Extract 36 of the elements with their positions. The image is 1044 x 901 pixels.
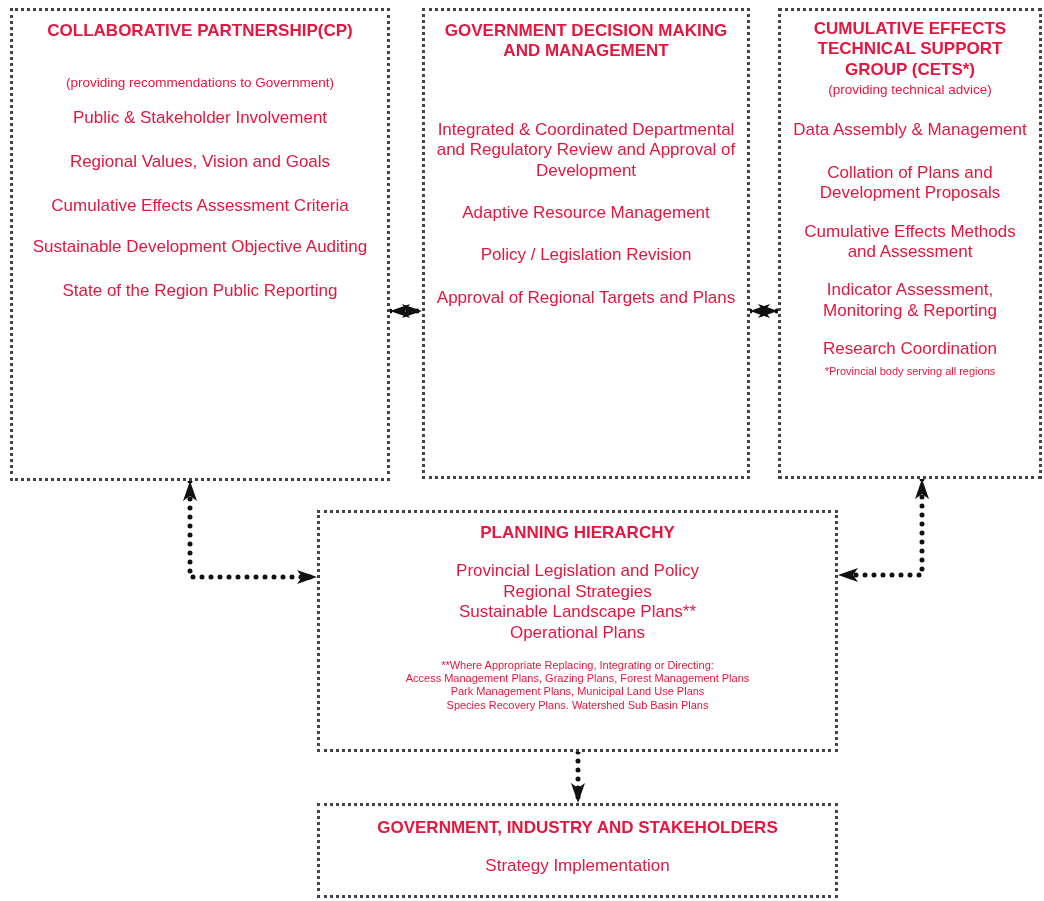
footnote: Park Management Plans, Municipal Land Use Plans: [450, 685, 705, 699]
subtitle: (providing recommendations to Government): [66, 75, 334, 92]
dotted-panel: [317, 510, 838, 752]
list-item: Sustainable Development Objective Auditing: [32, 236, 368, 258]
list-item: Research Coordination: [823, 339, 997, 360]
list-item: Cumulative Effects Methods and Assessment: [803, 221, 1017, 263]
list-item: Integrated & Coordinated Departmental and Regulatory Review and Approval of Development: [435, 119, 737, 181]
footnote: Species Recovery Plans. Watershed Sub Basin Plans: [446, 698, 709, 712]
list-item: Collation of Plans and Development Proposals: [818, 162, 1002, 204]
list-item: Provincial Legislation and Policy: [456, 561, 699, 582]
heading: GOVERNMENT DECISION MAKING AND MANAGEMENT: [443, 21, 729, 62]
list-item: Regional Strategies: [503, 581, 652, 603]
list-item: Policy / Legislation Revision: [480, 245, 692, 266]
list-item: Operational Plans: [509, 622, 646, 643]
list-item: Sustainable Landscape Plans**: [458, 602, 697, 623]
subtitle: (providing technical advice): [828, 82, 992, 99]
list-item: Approval of Regional Targets and Plans: [436, 287, 736, 309]
dotted-panel: [317, 803, 838, 898]
list-item: State of the Region Public Reporting: [62, 281, 338, 302]
heading: CUMULATIVE EFFECTS TECHNICAL SUPPORT GROUP (CETS*): [812, 19, 1008, 81]
footnote: **Where Appropriate Replacing, Integrating or Directing:: [441, 658, 714, 673]
list-item: Cumulative Effects Assessment Criteria: [51, 196, 349, 217]
list-item: Regional Values, Vision and Goals: [69, 151, 331, 173]
heading: GOVERNMENT, INDUSTRY AND STAKEHOLDERS: [377, 818, 778, 839]
footnote: Access Management Plans, Grazing Plans, Forest Management Plans: [405, 672, 750, 686]
list-item: Strategy Implementation: [485, 856, 670, 877]
heading: COLLABORATIVE PARTNERSHIP(CP): [47, 21, 353, 42]
list-item: Adaptive Resource Management: [462, 202, 710, 224]
list-item: Indicator Assessment, Monitoring & Reporting: [822, 280, 998, 322]
list-item: Public & Stakeholder Involvement: [72, 107, 328, 128]
dotted-panel: [10, 8, 390, 481]
dotted-panel: [422, 8, 750, 479]
list-item: Data Assembly & Management: [793, 120, 1027, 141]
footnote: *Provincial body serving all regions: [824, 365, 996, 379]
dotted-panel: [778, 8, 1042, 479]
heading: PLANNING HIERARCHY: [480, 523, 675, 544]
